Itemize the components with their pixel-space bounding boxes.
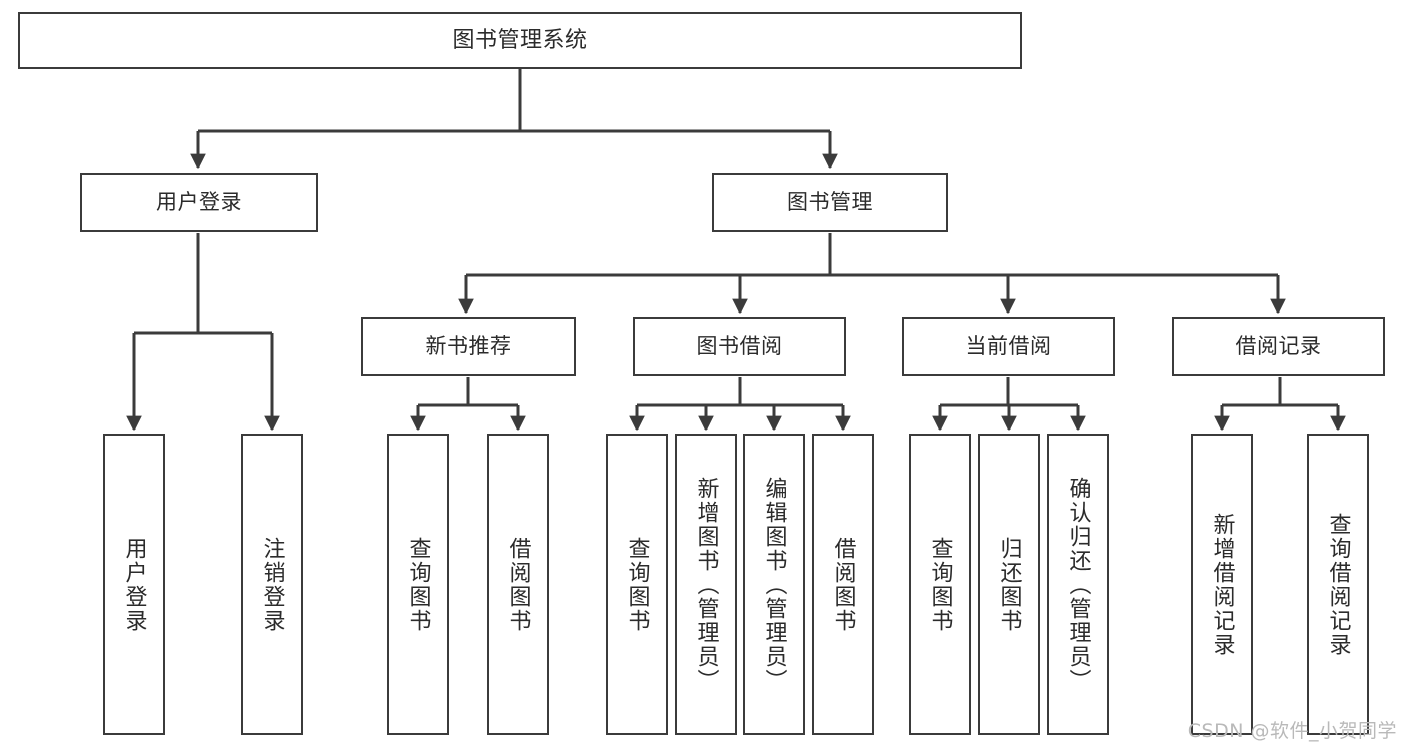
node-root-book-management-system[interactable]: 图书管理系统 [18,12,1022,69]
csdn-watermark: CSDN @软件_小贺同学 [1187,720,1397,742]
leaf-add-book-admin[interactable]: 新增图书（管理员） [675,434,737,735]
node-label: 查询图书 [405,536,431,633]
leaf-return-book[interactable]: 归还图书 [978,434,1040,735]
node-label: 当前借阅 [965,334,1052,359]
node-label: 借阅图书 [830,536,856,633]
node-label: 编辑图书（管理员） [761,476,787,693]
node-label: 借阅图书 [505,536,531,633]
node-label: 借阅记录 [1235,334,1322,359]
leaf-borrow-book-borrow[interactable]: 借阅图书 [812,434,874,735]
node-label: 用户登录 [156,190,242,215]
leaf-edit-book-admin[interactable]: 编辑图书（管理员） [743,434,805,735]
node-current-borrow[interactable]: 当前借阅 [902,317,1115,376]
leaf-user-login[interactable]: 用户登录 [103,434,165,735]
node-label: 图书管理系统 [452,27,588,53]
node-label: 图书借阅 [696,334,783,359]
node-label: 新书推荐 [425,334,512,359]
node-label: 注销登录 [259,536,285,633]
leaf-borrow-book-new-recommendation[interactable]: 借阅图书 [487,434,549,735]
node-label: 查询图书 [927,536,953,633]
leaf-query-borrow-record[interactable]: 查询借阅记录 [1307,434,1369,735]
leaf-logout[interactable]: 注销登录 [241,434,303,735]
leaf-add-borrow-record[interactable]: 新增借阅记录 [1191,434,1253,735]
node-label: 查询图书 [624,536,650,633]
node-book-management[interactable]: 图书管理 [712,173,948,232]
leaf-query-book-borrow[interactable]: 查询图书 [606,434,668,735]
node-label: 确认归还（管理员） [1065,476,1091,693]
node-label: 用户登录 [121,536,147,633]
leaf-confirm-return-admin[interactable]: 确认归还（管理员） [1047,434,1109,735]
node-new-book-recommendation[interactable]: 新书推荐 [361,317,576,376]
leaf-query-book-new-recommendation[interactable]: 查询图书 [387,434,449,735]
node-label: 归还图书 [996,536,1022,633]
node-label: 查询借阅记录 [1325,512,1351,657]
node-label: 图书管理 [787,190,873,215]
node-book-borrow[interactable]: 图书借阅 [633,317,846,376]
node-label: 新增借阅记录 [1209,512,1235,657]
node-label: 新增图书（管理员） [693,476,719,693]
node-borrow-record[interactable]: 借阅记录 [1172,317,1385,376]
node-user-login[interactable]: 用户登录 [80,173,318,232]
leaf-query-book-current-borrow[interactable]: 查询图书 [909,434,971,735]
